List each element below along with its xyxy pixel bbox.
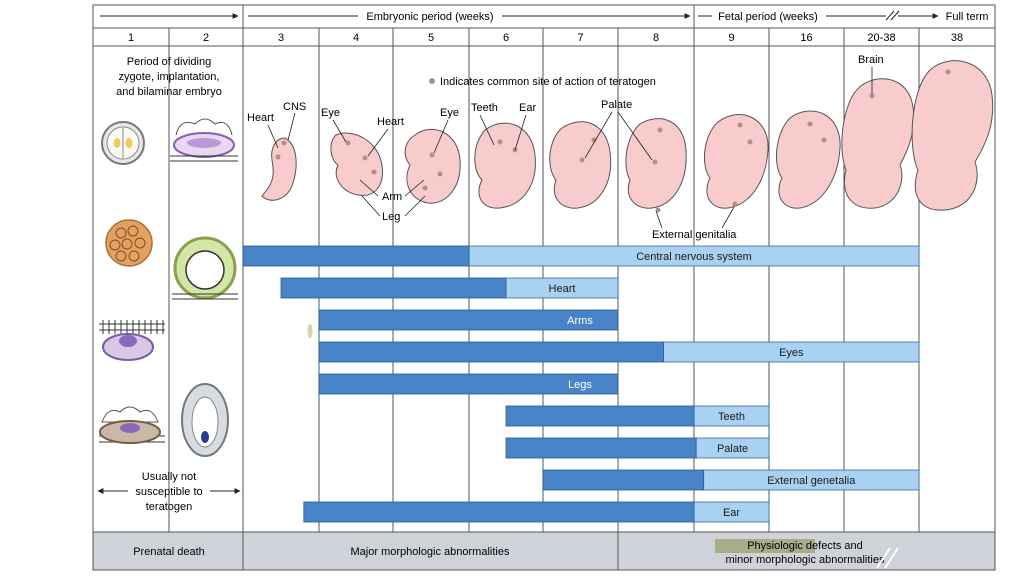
week-label: 16 (800, 32, 812, 44)
label-heart-week-4: Heart (377, 116, 404, 128)
embryo-week-5-illustration (404, 128, 461, 204)
early-note-line-1: Period of dividing (127, 56, 211, 68)
zygote-two-cell-illustration (101, 121, 145, 165)
label-arm: Arm (382, 191, 402, 203)
label-ear: Ear (519, 102, 536, 114)
label-eye-week-4: Eye (321, 107, 340, 119)
label-teeth: Teeth (471, 102, 498, 114)
label-cns: CNS (283, 101, 306, 113)
not-susceptible-line-2: susceptible to (135, 486, 202, 498)
physiologic-highlight-strip (715, 539, 815, 553)
fetal-period-label: Fetal period (weeks) (718, 11, 818, 23)
sensitivity-bar-label: Central nervous system (636, 251, 752, 263)
week-label: 4 (353, 32, 359, 44)
embryonic-period-label: Embryonic period (weeks) (366, 11, 493, 23)
sensitivity-bar-highly-sensitive (303, 501, 695, 523)
week-label: 5 (428, 32, 434, 44)
sensitivity-bar-highly-sensitive (318, 341, 665, 363)
embryo-week-8-illustration (625, 118, 687, 213)
teratogen-site-dot-icon (429, 78, 435, 84)
embryo-week-4-illustration (330, 132, 384, 196)
amniotic-sac-illustration (181, 383, 229, 457)
implanting-embryo-week1-illustration (99, 406, 165, 444)
axis-break-mark-2 (890, 10, 900, 21)
sensitivity-bar-highly-sensitive (505, 405, 695, 427)
sensitivity-bar-label: Ear (723, 507, 740, 519)
embryo-week-7-illustration (549, 121, 612, 209)
early-note-line-3: and bilaminar embryo (116, 86, 222, 98)
sensitivity-bar: Heart (280, 277, 619, 299)
fetus-week-16-illustration (776, 110, 841, 209)
not-susceptible-line-3: teratogen (146, 501, 192, 513)
sensitivity-bar: Eyes (318, 341, 920, 363)
teratogen-site-legend: Indicates common site of action of terat… (429, 76, 656, 88)
sensitivity-bar-label: Teeth (718, 411, 745, 423)
footer-physiologic-line-1: Physiologic defects and (747, 540, 863, 552)
not-susceptible-line-1: Usually not (142, 471, 196, 483)
sensitivity-bar-label: Palate (717, 443, 748, 455)
early-note-line-2: zygote, implantation, (119, 71, 220, 83)
week-label: 6 (503, 32, 509, 44)
axis-break-mark-1 (885, 10, 895, 21)
sensitivity-bar: Central nervous system (242, 245, 920, 267)
footer-prenatal-death: Prenatal death (133, 546, 205, 558)
sensitivity-bar: Teeth (505, 405, 770, 427)
green-speck-mark (307, 324, 313, 338)
label-eye-week-5: Eye (440, 107, 459, 119)
footer-physiologic-line-2: minor morphologic abnormalities (726, 554, 885, 566)
week-label: 2 (203, 32, 209, 44)
sensitivity-bar: External genetalia (542, 469, 920, 491)
bilaminar-disc-illustration (170, 118, 238, 162)
week-label: 1 (128, 32, 134, 44)
sensitivity-bar-highly-sensitive (542, 469, 705, 491)
sensitivity-bar: Arms (318, 309, 619, 331)
sensitivity-bar-highly-sensitive (242, 245, 470, 267)
week-label: 38 (951, 32, 963, 44)
week-label: 20-38 (867, 32, 895, 44)
header-row: Embryonic period (weeks) Fetal period (w… (93, 5, 995, 29)
sensitivity-bar: Palate (505, 437, 770, 459)
footer-break-mark-2 (884, 547, 899, 569)
blastocyst-illustration (99, 320, 165, 361)
footer-row: Prenatal death Major morphologic abnorma… (92, 531, 996, 571)
label-leg: Leg (382, 211, 400, 223)
sensitivity-bar-highly-sensitive (505, 437, 697, 459)
footer-major-abnormalities: Major morphologic abnormalities (351, 546, 510, 558)
sensitivity-bar-highly-sensitive (318, 309, 619, 331)
sensitivity-bar: Ear (303, 501, 770, 523)
fetus-week-20-38-illustration (841, 78, 915, 209)
sensitivity-bar-highly-sensitive (280, 277, 507, 299)
sensitivity-bar-highly-sensitive (318, 373, 619, 395)
sensitivity-bar-label: Eyes (779, 347, 804, 359)
morula-illustration (105, 219, 153, 267)
sensitivity-bar-label: Legs (568, 379, 592, 391)
sensitivity-bar-label: Arms (567, 315, 593, 327)
week-label: 7 (577, 32, 583, 44)
sensitivity-bar: Legs (318, 373, 619, 395)
early-period-note: Period of dividing zygote, implantation,… (116, 56, 222, 98)
label-external-genitalia: External genitalia (652, 229, 737, 241)
sensitivity-bar-label: Heart (549, 283, 576, 295)
embryo-week-6-illustration (474, 122, 536, 209)
week-label: 3 (278, 32, 284, 44)
week-labels: 1 2 3 4 5 6 7 8 9 16 20-38 38 (128, 32, 963, 44)
not-susceptible-note: Usually not susceptible to teratogen (97, 471, 241, 513)
full-term-label: Full term (946, 11, 989, 23)
week-label: 8 (653, 32, 659, 44)
embryo-week-3-illustration (261, 137, 297, 201)
sensitivity-bars: Central nervous systemHeartArmsEyesLegsT… (242, 245, 920, 523)
label-brain: Brain (858, 54, 884, 66)
fetus-week-9-illustration (704, 114, 769, 209)
sensitivity-bar-label: External genetalia (767, 475, 856, 487)
footer-break-mark-1 (876, 547, 891, 569)
teratogen-site-legend-text: Indicates common site of action of terat… (440, 76, 656, 88)
embryo-labels: Heart CNS Eye Heart Eye Arm Leg Teeth Ea… (247, 54, 884, 241)
fetus-week-38-illustration (911, 60, 994, 211)
label-palate: Palate (601, 99, 632, 111)
week-label: 9 (728, 32, 734, 44)
chorionic-sac-illustration (172, 236, 238, 300)
label-heart-week-3: Heart (247, 112, 274, 124)
